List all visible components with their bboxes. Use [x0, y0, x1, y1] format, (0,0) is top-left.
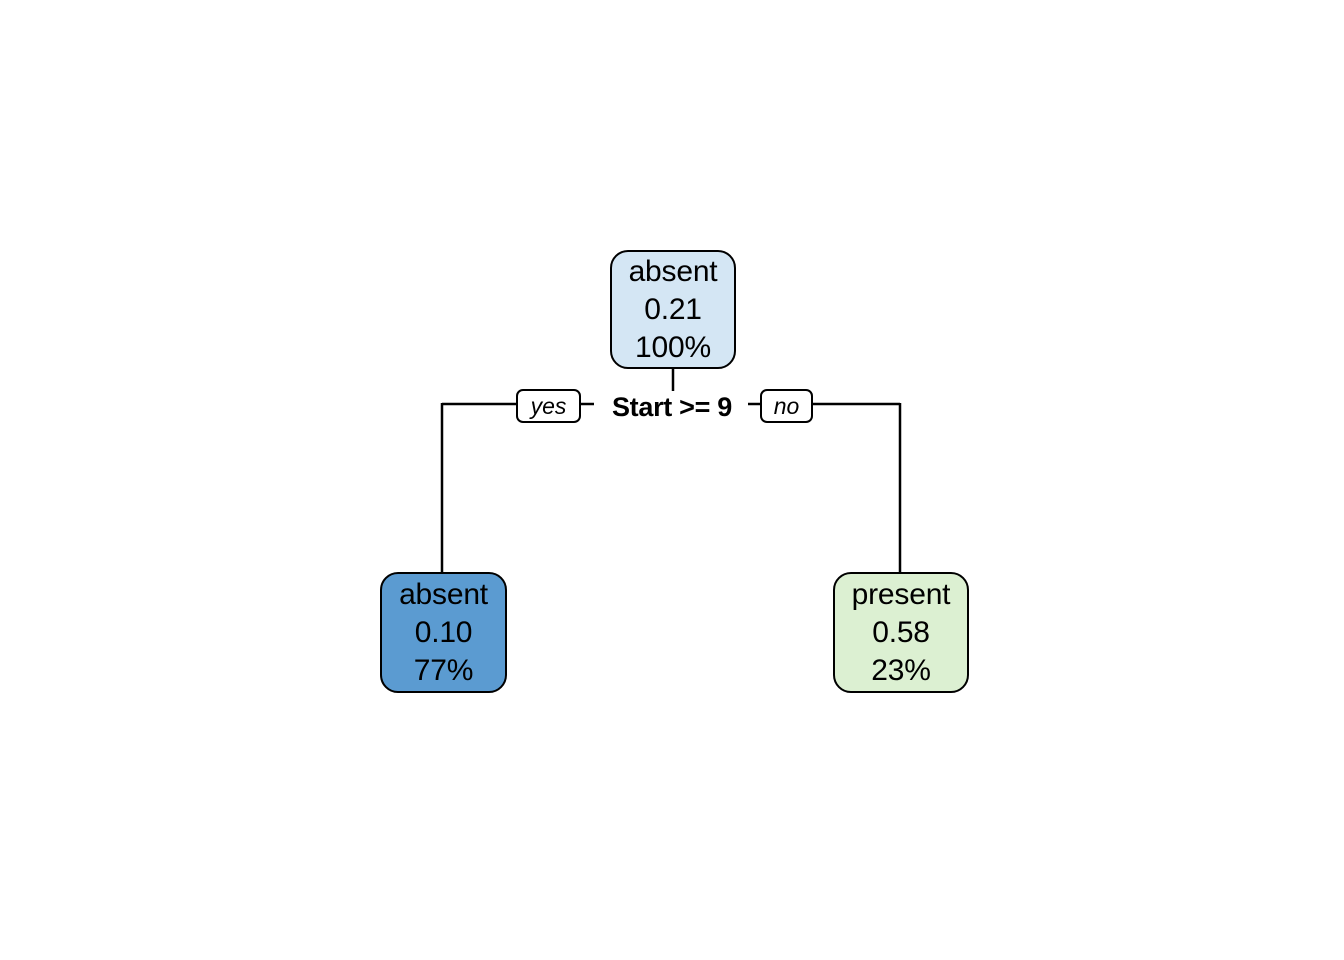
split-condition-label: Start >= 9	[611, 391, 733, 422]
tree-node-left-leaf[interactable]: absent 0.10 77%	[380, 572, 507, 693]
node-percent: 77%	[413, 653, 474, 687]
node-percent: 23%	[871, 653, 931, 687]
node-probability: 0.58	[872, 615, 930, 649]
node-class-label: present	[851, 577, 951, 611]
edge-label-yes[interactable]: yes	[516, 389, 581, 423]
tree-node-root[interactable]: absent 0.21 100%	[610, 250, 736, 369]
tree-node-right-leaf[interactable]: present 0.58 23%	[833, 572, 969, 693]
node-class-label: absent	[628, 254, 718, 288]
edge-label-no[interactable]: no	[760, 389, 813, 423]
node-probability: 0.21	[644, 292, 702, 326]
node-percent: 100%	[635, 330, 711, 364]
node-class-label: absent	[399, 577, 488, 611]
node-probability: 0.10	[414, 615, 473, 649]
